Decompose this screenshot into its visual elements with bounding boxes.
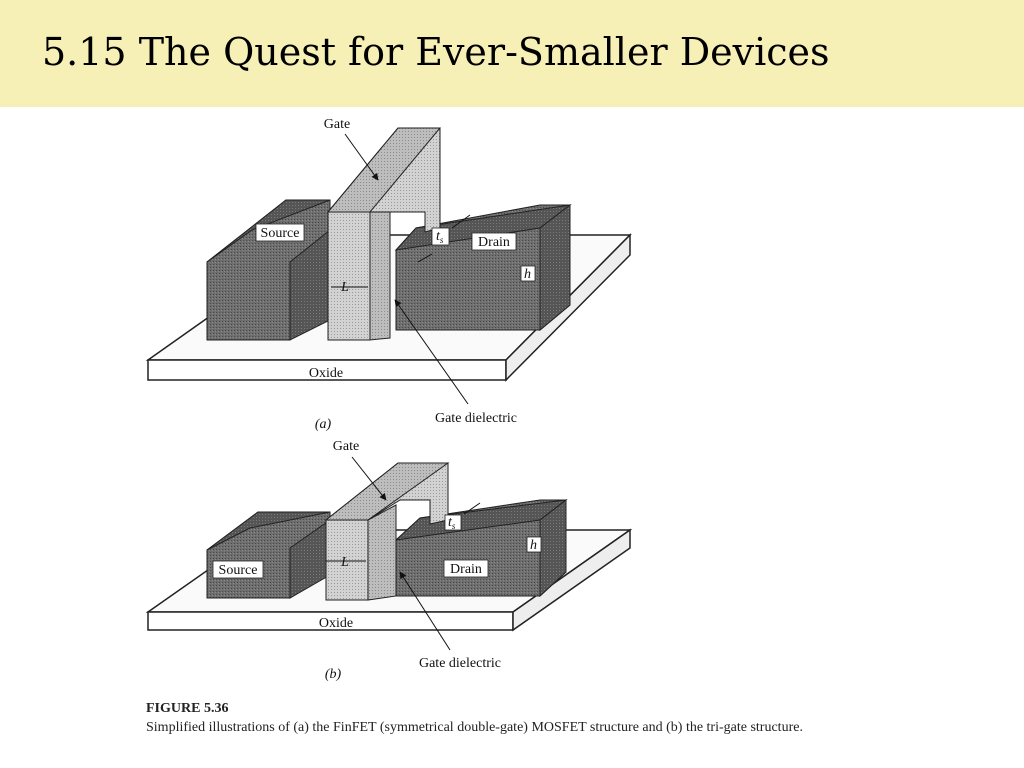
ts-label-b: ts — [448, 515, 456, 531]
caption-heading: FIGURE 5.36 — [146, 701, 229, 716]
ts-label-a: ts — [436, 229, 444, 245]
finfet-figure: Gate Source Drain ts h L Oxide Gate diel… — [0, 107, 1024, 768]
gate-label-b: Gate — [333, 439, 359, 454]
length-label-a: L — [340, 280, 349, 295]
panel-label-a: (a) — [315, 417, 332, 432]
source-label-b: Source — [219, 563, 258, 578]
drain-label-a: Drain — [478, 235, 510, 250]
gate-dielectric-label-a: Gate dielectric — [435, 411, 517, 426]
panel-b: Gate Source Drain ts h L Oxide Gate diel… — [145, 439, 633, 682]
oxide-side-a — [505, 233, 631, 382]
h-label-a: h — [524, 267, 531, 282]
oxide-label-a: Oxide — [309, 366, 343, 381]
figure-drawing: Gate Source Drain ts h L Oxide Gate diel… — [145, 117, 633, 682]
caption-text: Simplified illustrations of (a) the FinF… — [146, 720, 803, 735]
source-label-a: Source — [261, 226, 300, 241]
drain-label-b: Drain — [450, 562, 482, 577]
length-label-b: L — [340, 555, 349, 570]
panel-a: Gate Source Drain ts h L Oxide Gate diel… — [145, 117, 632, 432]
gate-label-a: Gate — [324, 117, 350, 132]
oxide-label-b: Oxide — [319, 616, 353, 631]
slide-title: 5.15 The Quest for Ever-Smaller Devices — [42, 30, 830, 74]
oxide-side-b — [512, 528, 631, 632]
panel-label-b: (b) — [325, 667, 342, 682]
figure-caption: FIGURE 5.36 Simplified illustrations of … — [146, 699, 886, 737]
gate-dielectric-label-b: Gate dielectric — [419, 656, 501, 671]
title-bar: 5.15 The Quest for Ever-Smaller Devices — [0, 0, 1024, 107]
h-label-b: h — [530, 538, 537, 553]
